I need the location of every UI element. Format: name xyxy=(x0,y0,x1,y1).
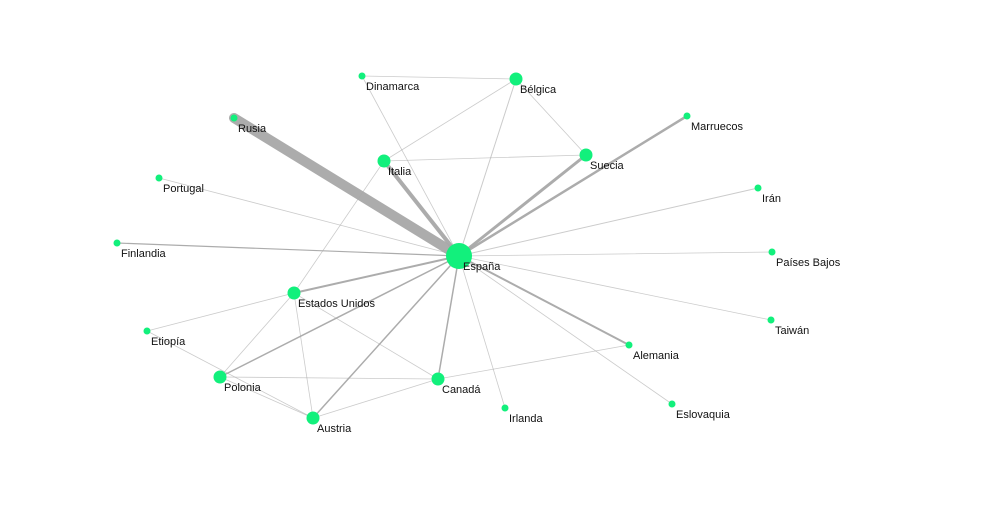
node-taiwan xyxy=(767,316,775,324)
node-label-iran: Irán xyxy=(762,193,781,205)
node-austria xyxy=(306,411,320,425)
edge-espana-estados_unidos xyxy=(293,255,460,294)
node-irlanda xyxy=(501,404,509,412)
node-label-italia: Italia xyxy=(388,166,412,178)
node-polonia xyxy=(213,370,227,384)
edge-italia-suecia xyxy=(383,154,587,162)
node-alemania xyxy=(625,341,633,349)
node-paises_bajos xyxy=(768,248,776,256)
edge-espana-italia xyxy=(382,159,461,258)
edge-austria-canada xyxy=(312,378,439,419)
edge-canada-alemania xyxy=(437,344,630,380)
node-finlandia xyxy=(113,239,121,247)
node-label-eslovaquia: Eslovaquia xyxy=(676,409,731,421)
edge-espana-alemania xyxy=(458,255,630,346)
nodes-layer xyxy=(113,72,776,425)
node-eslovaquia xyxy=(668,400,676,408)
edge-espana-dinamarca xyxy=(361,75,460,257)
edge-belgica-suecia xyxy=(515,78,587,156)
node-canada xyxy=(431,372,445,386)
edge-espana-paises_bajos xyxy=(458,251,773,257)
edge-polonia-canada xyxy=(219,376,439,380)
node-label-paises_bajos: Países Bajos xyxy=(776,257,841,269)
node-rusia xyxy=(230,114,238,122)
edge-espana-austria xyxy=(312,255,460,419)
edge-italia-estados_unidos xyxy=(293,160,385,294)
edge-etiopia-estados_unidos xyxy=(146,292,295,332)
node-label-belgica: Bélgica xyxy=(520,84,557,96)
edge-espana-polonia xyxy=(219,255,460,378)
node-espana xyxy=(446,243,472,269)
edge-estados_unidos-polonia xyxy=(219,292,295,378)
edge-estados_unidos-canada xyxy=(293,292,439,380)
edges-layer xyxy=(116,75,773,419)
node-suecia xyxy=(579,148,593,162)
edge-espana-rusia xyxy=(229,113,464,261)
edge-espana-canada xyxy=(437,255,460,380)
edge-espana-marruecos xyxy=(457,114,689,258)
node-label-espana: España xyxy=(463,261,501,273)
edge-espana-finlandia xyxy=(116,242,460,257)
node-label-suecia: Suecia xyxy=(590,160,625,172)
node-label-taiwan: Taiwán xyxy=(775,325,809,337)
edge-polonia-austria xyxy=(219,376,314,419)
node-label-canada: Canadá xyxy=(442,384,481,396)
node-label-estados_unidos: Estados Unidos xyxy=(298,298,376,310)
node-label-portugal: Portugal xyxy=(163,183,204,195)
node-label-irlanda: Irlanda xyxy=(509,413,544,425)
edge-espana-belgica xyxy=(458,78,517,257)
node-etiopia xyxy=(143,327,151,335)
edge-estados_unidos-austria xyxy=(293,292,314,419)
edge-espana-suecia xyxy=(457,153,588,258)
edge-espana-taiwan xyxy=(458,255,772,321)
edge-espana-iran xyxy=(458,187,759,257)
node-label-finlandia: Finlandia xyxy=(121,248,167,260)
node-belgica xyxy=(509,72,523,86)
node-estados_unidos xyxy=(287,286,301,300)
edge-espana-irlanda xyxy=(458,255,506,409)
node-italia xyxy=(377,154,391,168)
edge-etiopia-austria xyxy=(146,330,314,419)
node-label-rusia: Rusia xyxy=(238,123,267,135)
node-marruecos xyxy=(683,112,691,120)
node-iran xyxy=(754,184,762,192)
node-label-austria: Austria xyxy=(317,423,352,435)
node-label-etiopia: Etiopía xyxy=(151,336,186,348)
edge-dinamarca-belgica xyxy=(361,75,517,80)
node-label-polonia: Polonia xyxy=(224,382,262,394)
node-label-alemania: Alemania xyxy=(633,350,680,362)
node-label-marruecos: Marruecos xyxy=(691,121,743,133)
node-label-dinamarca: Dinamarca xyxy=(366,81,420,93)
node-portugal xyxy=(155,174,163,182)
edge-espana-eslovaquia xyxy=(458,255,673,405)
edge-belgica-italia xyxy=(383,78,517,162)
node-dinamarca xyxy=(358,72,366,80)
edge-espana-portugal xyxy=(158,177,460,257)
